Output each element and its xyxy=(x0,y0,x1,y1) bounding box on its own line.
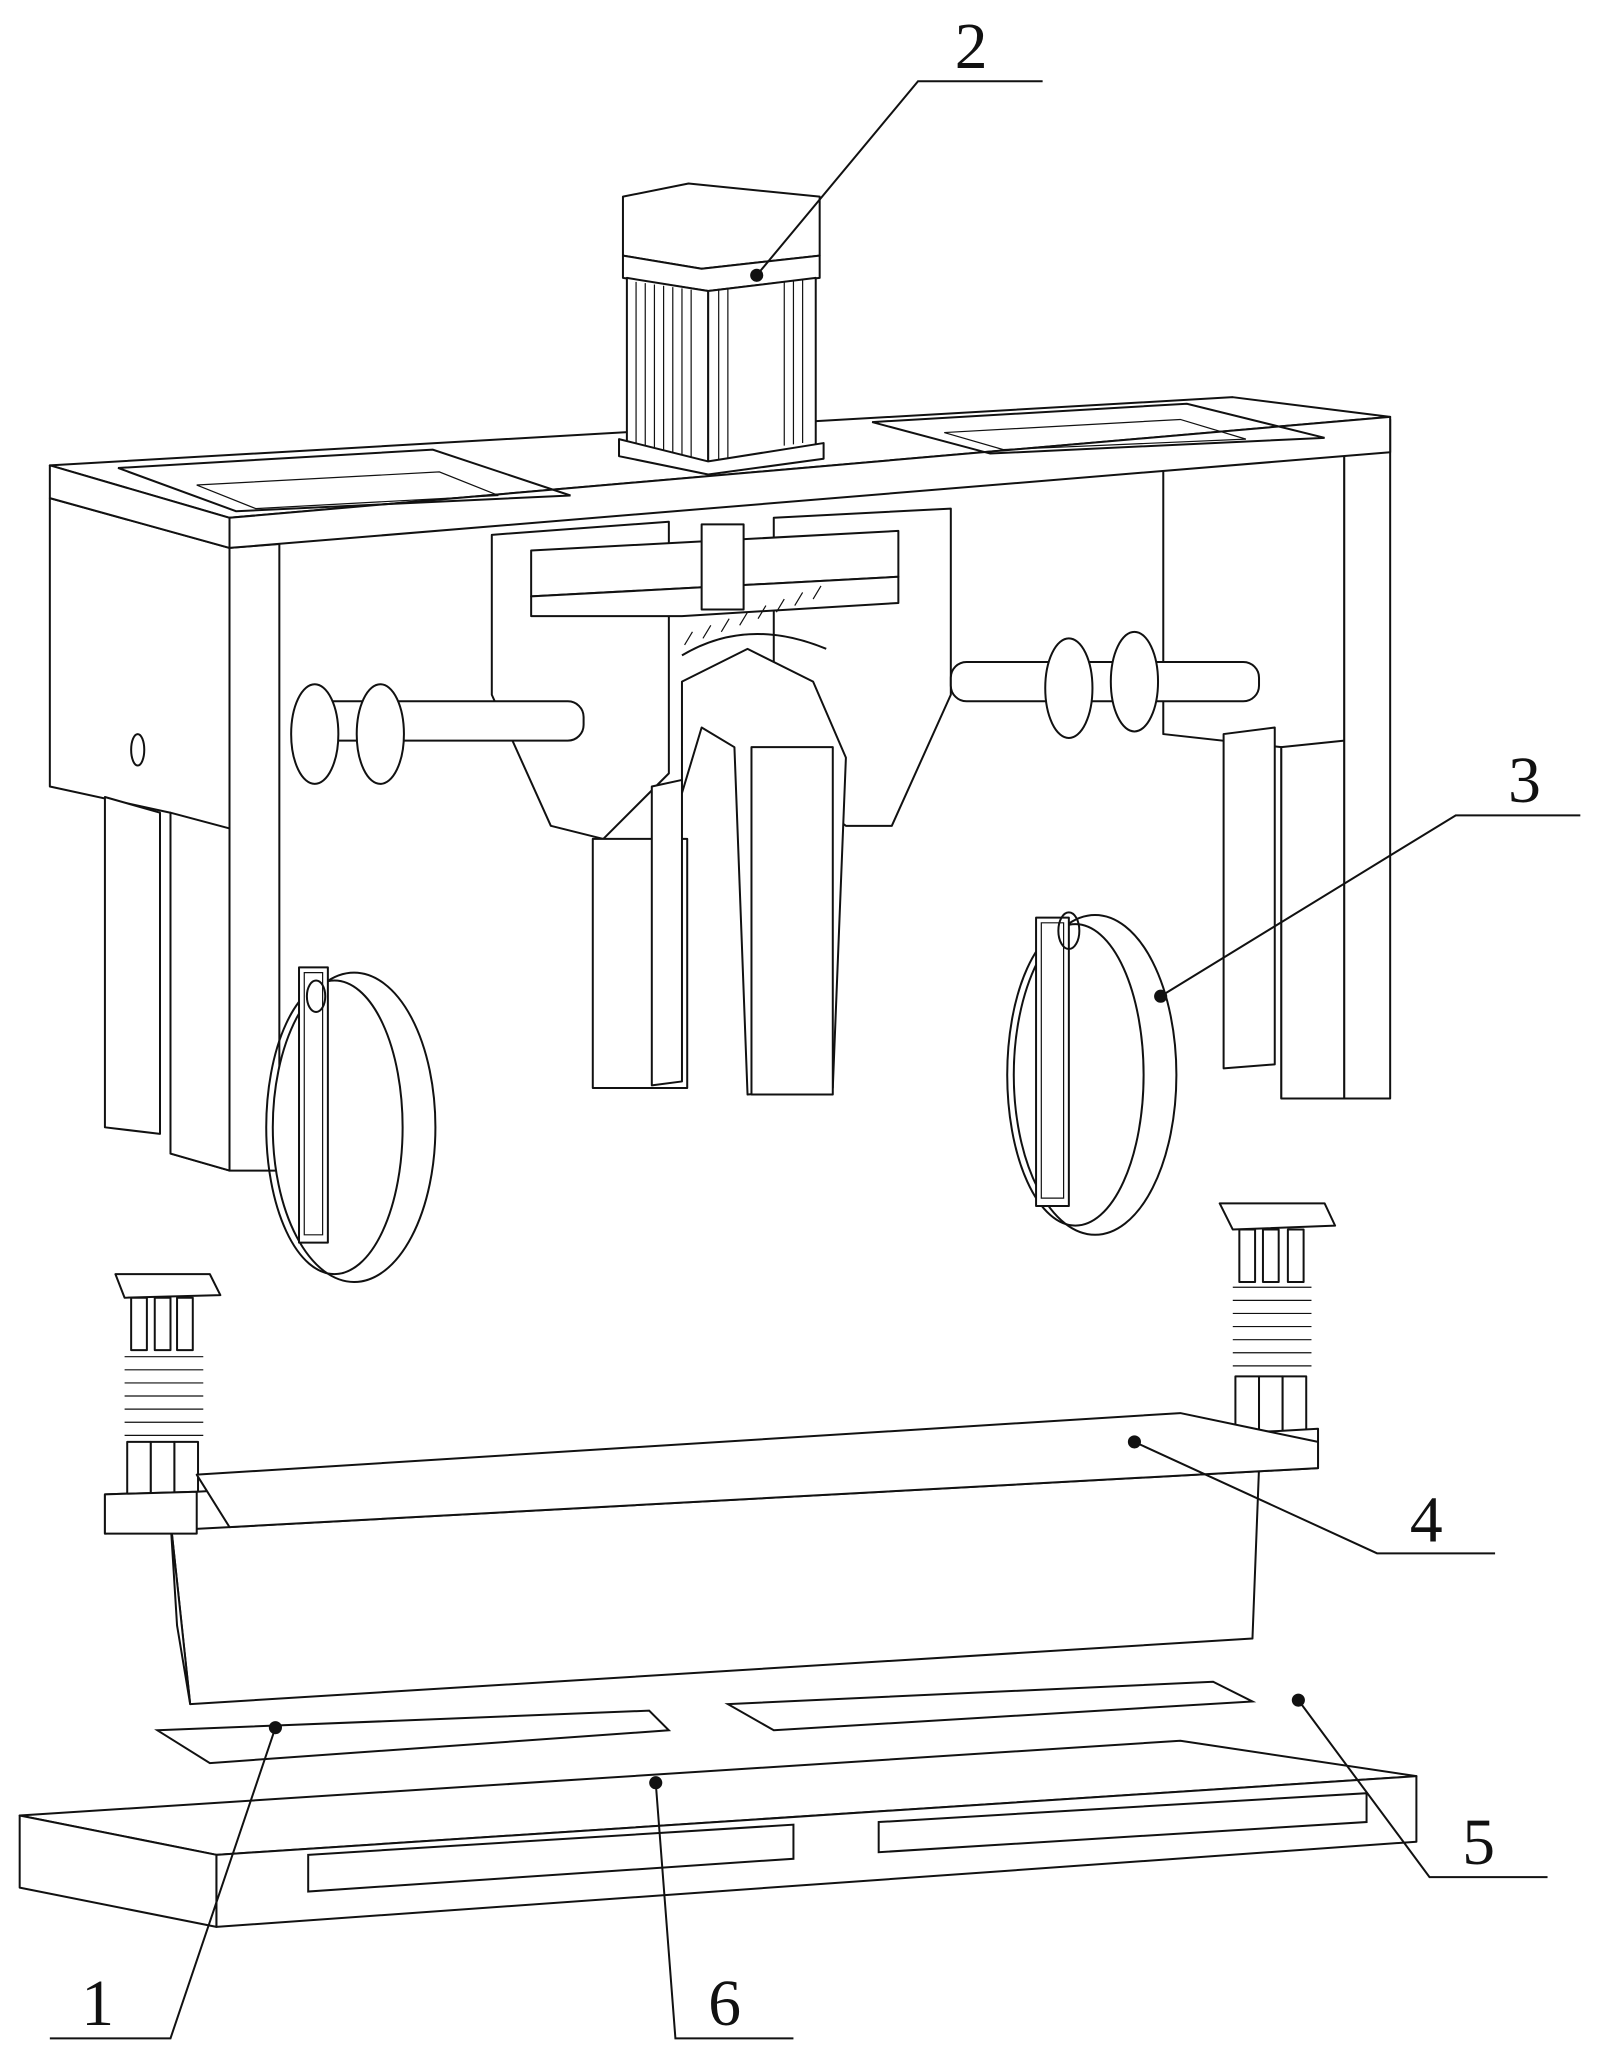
base-plate xyxy=(20,1682,1417,1927)
spring-left xyxy=(115,1274,220,1501)
label-2: 2 xyxy=(955,11,988,83)
frame xyxy=(50,397,1390,1170)
motor xyxy=(619,184,824,475)
label-4: 4 xyxy=(1410,1485,1443,1557)
label-3: 3 xyxy=(1508,745,1541,817)
blade-assembly xyxy=(105,1413,1318,1704)
gearbox xyxy=(492,509,951,1095)
disc-right xyxy=(1007,912,1176,1234)
disc-left xyxy=(266,967,435,1282)
label-1: 1 xyxy=(81,1968,114,2040)
label-6: 6 xyxy=(708,1968,741,2040)
spring-right xyxy=(1220,1203,1335,1431)
label-5: 5 xyxy=(1462,1807,1495,1879)
